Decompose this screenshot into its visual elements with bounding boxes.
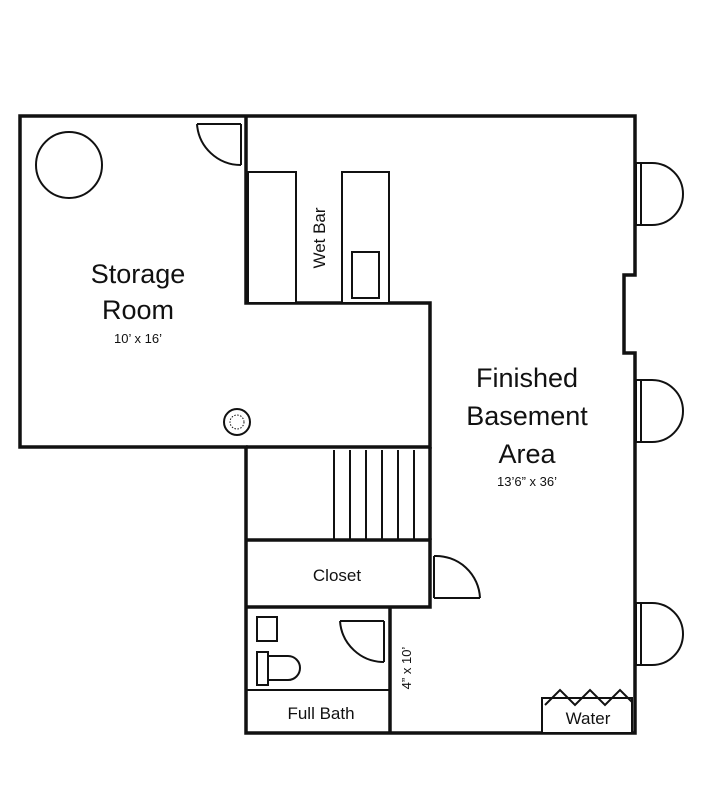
- full-bath-label: Full Bath: [287, 704, 354, 723]
- window-bay: [635, 379, 684, 443]
- wet-bar-label: Wet Bar: [310, 207, 329, 268]
- water-label: Water: [566, 709, 611, 728]
- bathroom-sink: [256, 616, 278, 642]
- basement-label-line2: Basement: [466, 401, 588, 431]
- toilet: [256, 651, 301, 686]
- closet-wall: [246, 538, 432, 609]
- staircase: [333, 450, 415, 540]
- bathroom-size-label: 4” x 10’: [399, 647, 414, 690]
- water-heater-circle: [35, 131, 103, 199]
- basement-size: 13’6” x 36’: [497, 474, 557, 489]
- storage-room-label-line2: Room: [102, 295, 174, 325]
- window-bay: [635, 162, 684, 226]
- window-bay: [635, 602, 684, 666]
- wet-bar: [247, 171, 390, 304]
- bathroom-door: [339, 620, 385, 664]
- storage-room-size: 10’ x 16’: [114, 331, 162, 346]
- closet-door: [433, 554, 481, 599]
- storage-door: [196, 123, 242, 167]
- water-equipment: [541, 688, 633, 734]
- closet-label: Closet: [313, 566, 361, 585]
- floor-drain: [223, 408, 251, 436]
- basement-label-line3: Area: [498, 439, 556, 469]
- wet-bar-sink: [351, 251, 380, 299]
- storage-room-wall: [244, 116, 432, 449]
- storage-room-label-line1: Storage: [91, 259, 186, 289]
- basement-label-line1: Finished: [476, 363, 578, 393]
